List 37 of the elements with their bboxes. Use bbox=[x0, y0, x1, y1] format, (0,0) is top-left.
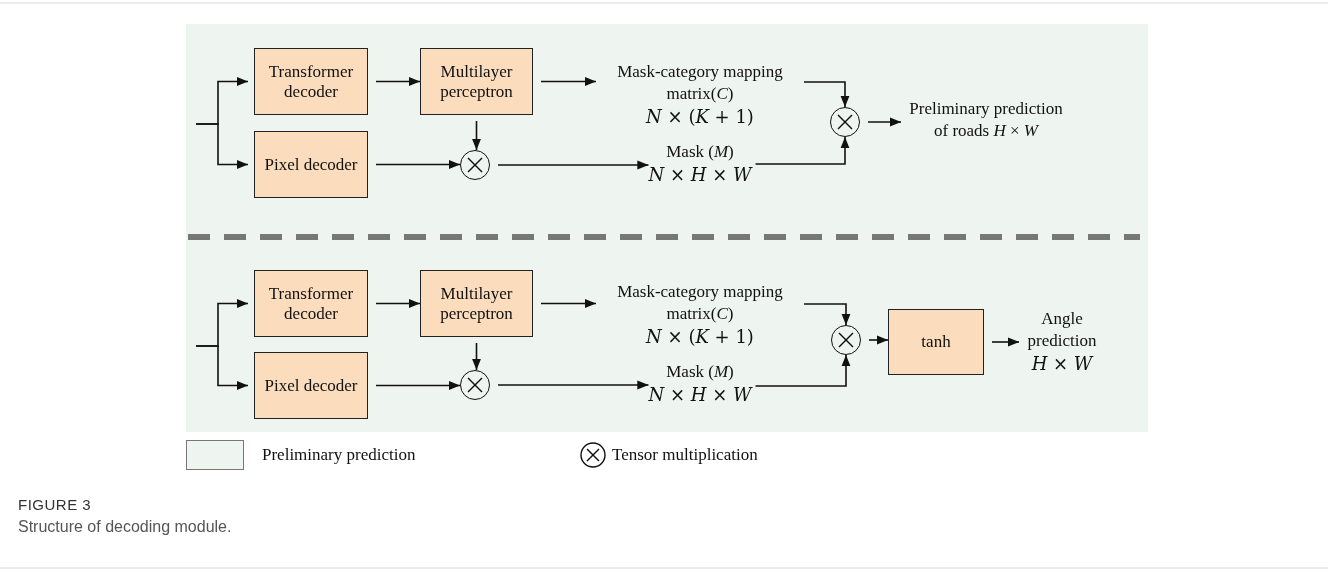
process-box: Pixel decoder bbox=[254, 131, 368, 198]
arrow bbox=[375, 77, 421, 86]
arrow bbox=[868, 335, 889, 345]
arrow bbox=[375, 299, 421, 308]
node-text: Mask-category mapping matrix(C) N × (K + 1) bbox=[600, 278, 800, 352]
node-text: Angle prediction H × W bbox=[1019, 308, 1105, 376]
arrow bbox=[803, 81, 850, 108]
arrow bbox=[754, 136, 850, 165]
arrow bbox=[497, 380, 650, 390]
node-text: Mask (M) N × H × W bbox=[648, 140, 752, 188]
arrow bbox=[472, 342, 481, 371]
arrow bbox=[803, 303, 851, 326]
arrow bbox=[375, 160, 461, 169]
process-box: Transformer decoder bbox=[254, 270, 368, 337]
arrow bbox=[540, 299, 597, 308]
caption: Structure of decoding module. bbox=[18, 518, 232, 536]
arrow bbox=[195, 123, 249, 169]
arrow bbox=[540, 77, 597, 86]
figure-label: FIGURE 3 bbox=[18, 496, 92, 513]
arrow bbox=[375, 381, 461, 390]
process-box: tanh bbox=[888, 309, 984, 375]
process-box: Multilayer perceptron bbox=[420, 48, 533, 115]
legend-text: Tensor multiplication bbox=[612, 445, 758, 465]
node-text: Mask-category mapping matrix(C) N × (K + 1) bbox=[600, 58, 800, 132]
node-text: Preliminary prediction of roads H × W bbox=[905, 96, 1067, 144]
arrow bbox=[867, 117, 902, 127]
process-box: Transformer decoder bbox=[254, 48, 368, 115]
arrow bbox=[195, 345, 249, 390]
arrow bbox=[472, 120, 481, 151]
arrow bbox=[497, 160, 650, 170]
panel-background bbox=[186, 24, 1148, 432]
process-box: Pixel decoder bbox=[254, 352, 368, 419]
node-text: Mask (M) N × H × W bbox=[648, 360, 752, 408]
arrow bbox=[991, 337, 1020, 347]
arrow bbox=[754, 354, 851, 387]
legend-text: Preliminary prediction bbox=[262, 445, 416, 465]
process-box: Multilayer perceptron bbox=[420, 270, 533, 337]
